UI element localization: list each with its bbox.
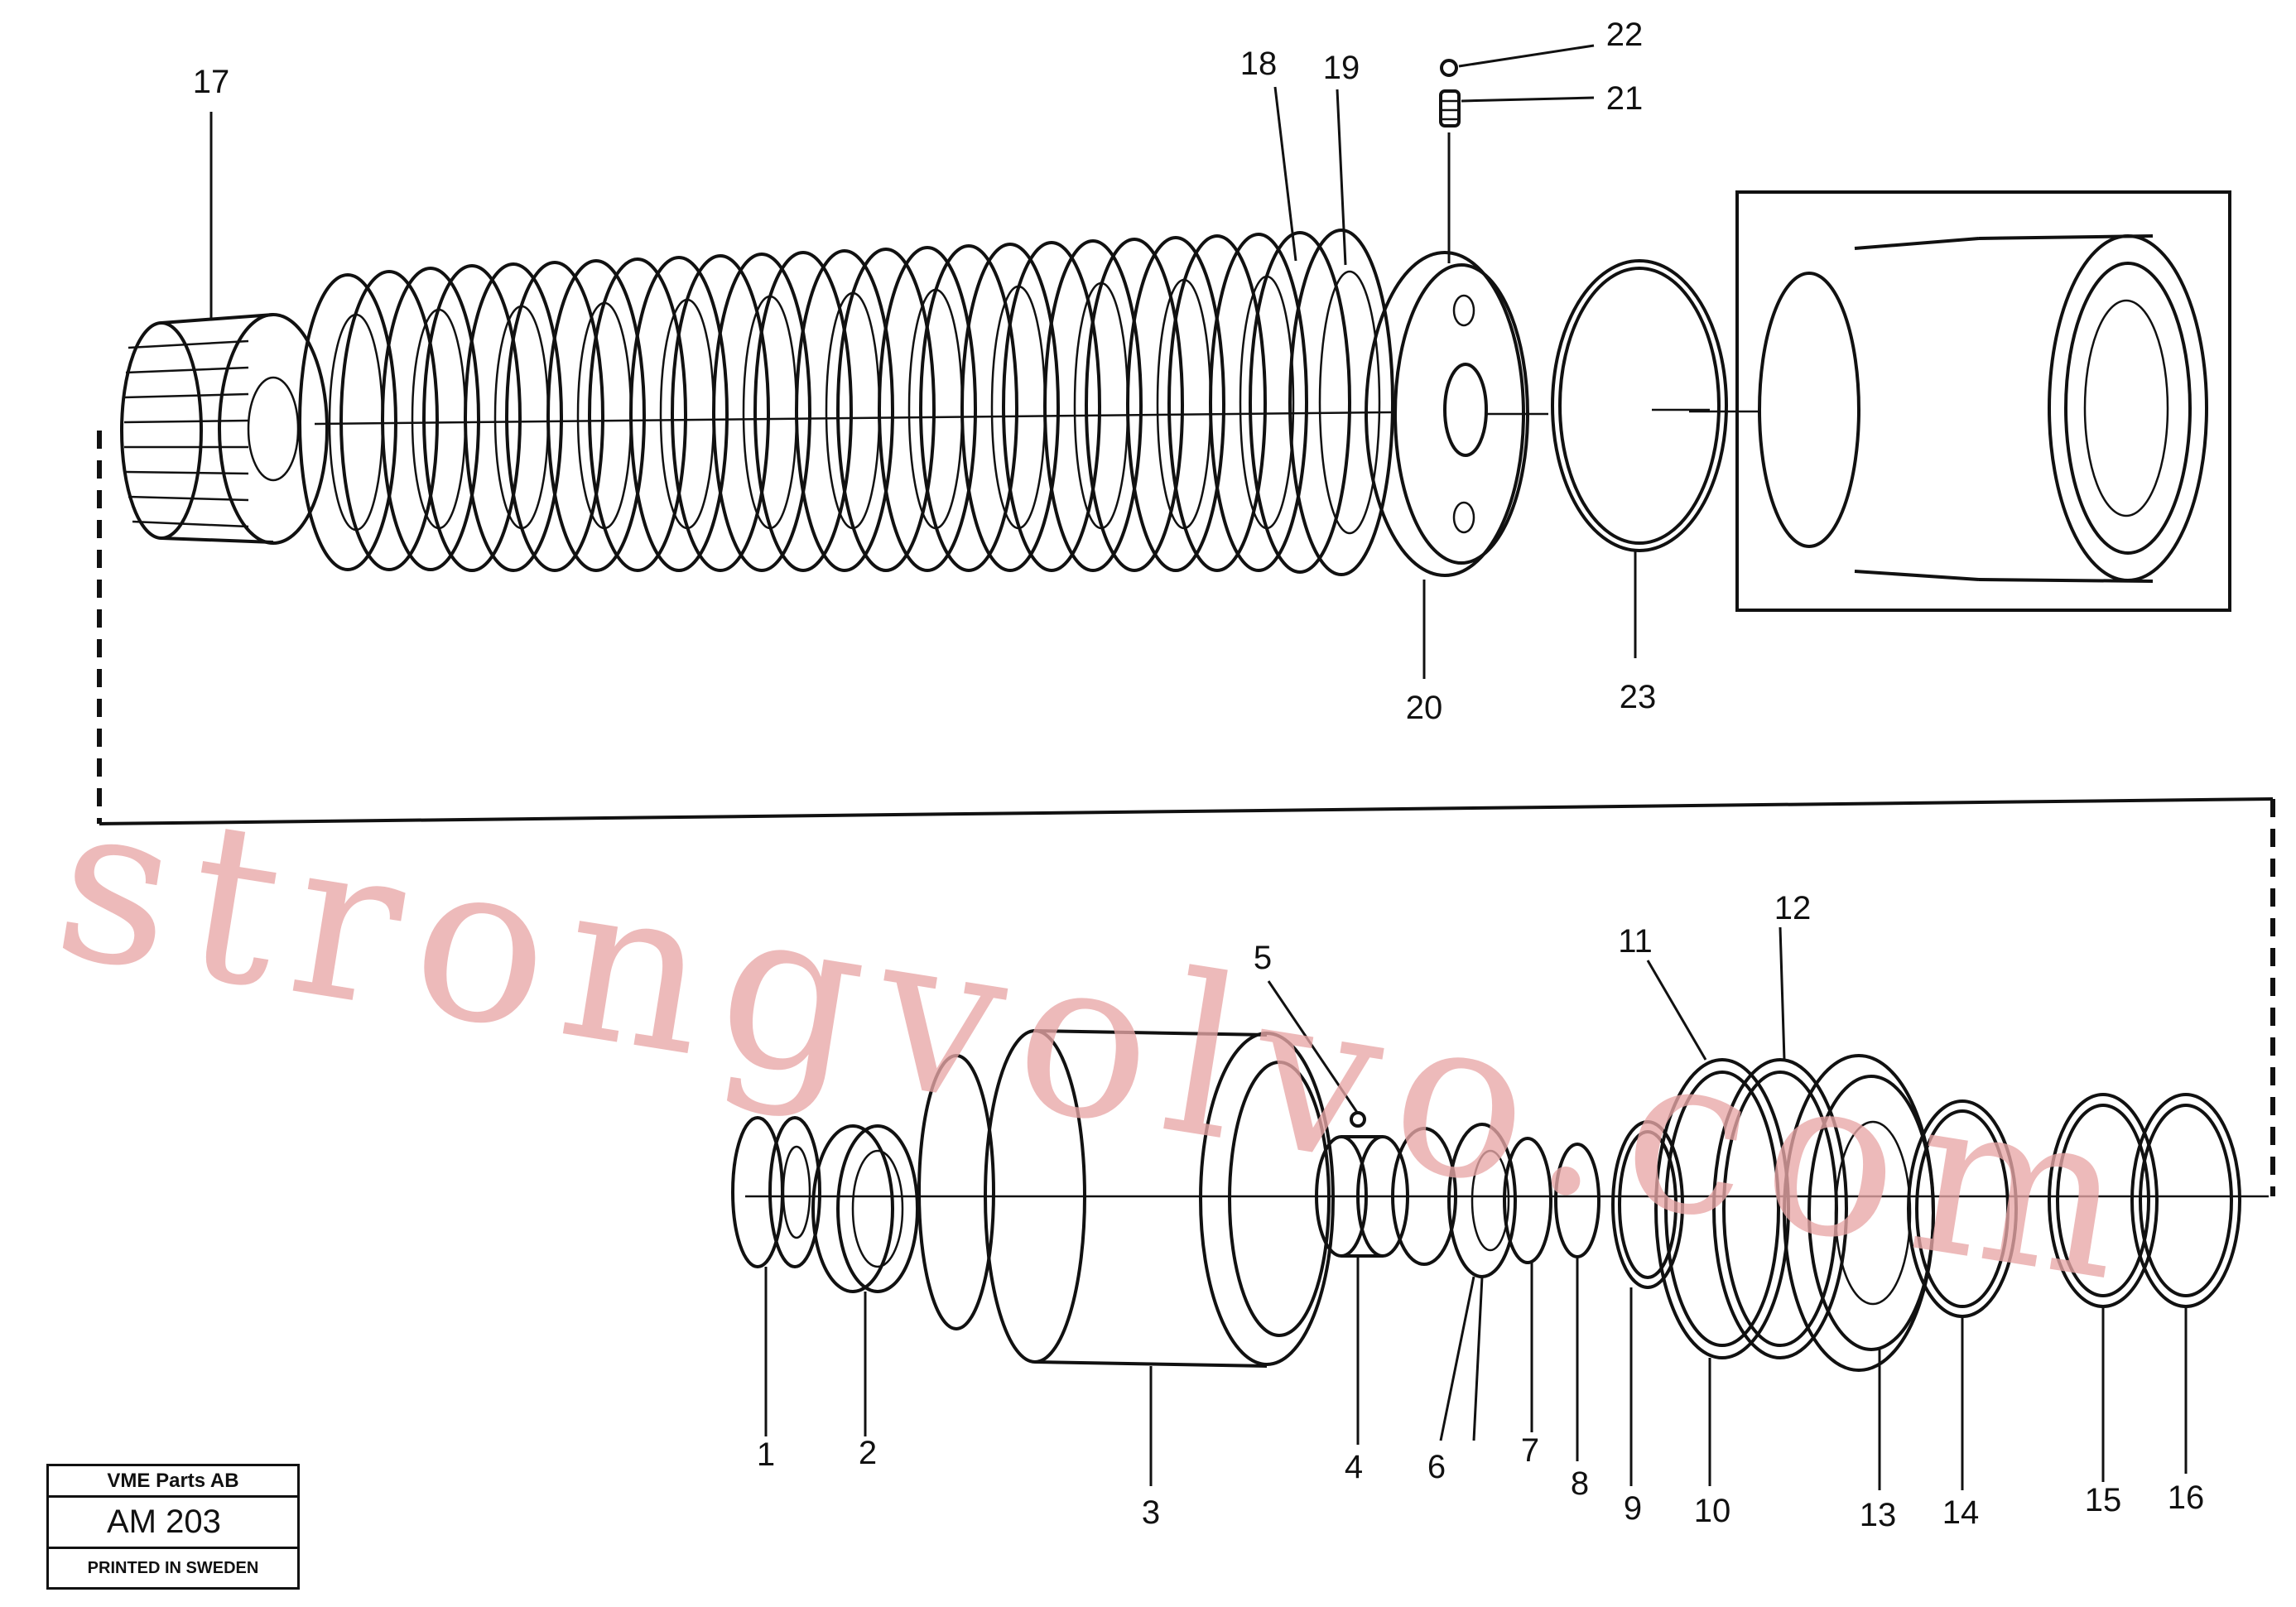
callout-1: 1 bbox=[757, 1436, 775, 1473]
callout-23: 23 bbox=[1620, 679, 1657, 715]
title-block: VME Parts AB AM 203 PRINTED IN SWEDEN bbox=[46, 1464, 300, 1590]
callout-2: 2 bbox=[859, 1435, 877, 1471]
callout-9: 9 bbox=[1624, 1490, 1642, 1527]
callout-22: 22 bbox=[1606, 17, 1644, 53]
title-block-code: AM 203 bbox=[49, 1498, 297, 1549]
part-23-snap-ring bbox=[1551, 259, 1728, 552]
watermark-text: strongvolvo.com bbox=[41, 752, 2159, 1333]
callout-6: 6 bbox=[1427, 1449, 1446, 1485]
callout-15: 15 bbox=[2085, 1482, 2122, 1518]
callout-12: 12 bbox=[1774, 890, 1812, 926]
callout-10: 10 bbox=[1694, 1493, 1731, 1529]
clutch-disc-pack bbox=[120, 229, 1394, 576]
callout-labels: 1 2 3 4 5 6 7 8 9 10 11 12 13 14 15 16 1… bbox=[193, 17, 2205, 1533]
title-block-printed: PRINTED IN SWEDEN bbox=[87, 1558, 259, 1577]
callout-20: 20 bbox=[1406, 690, 1443, 726]
callout-11: 11 bbox=[1618, 923, 1653, 960]
callout-16: 16 bbox=[2168, 1479, 2205, 1516]
callout-21: 21 bbox=[1606, 80, 1644, 117]
callout-18: 18 bbox=[1240, 46, 1278, 82]
title-block-company: VME Parts AB bbox=[49, 1466, 297, 1498]
callout-4: 4 bbox=[1345, 1449, 1363, 1485]
callout-7: 7 bbox=[1521, 1432, 1539, 1469]
callout-8: 8 bbox=[1571, 1465, 1589, 1502]
part-20-pressure-plate bbox=[1365, 251, 1548, 577]
part-17-hub bbox=[120, 313, 329, 545]
part-21-plug bbox=[1439, 89, 1461, 128]
callout-19: 19 bbox=[1323, 50, 1360, 86]
callout-14: 14 bbox=[1942, 1494, 1980, 1531]
callout-5: 5 bbox=[1254, 940, 1272, 976]
assembly-link bbox=[97, 431, 2275, 1196]
callout-13: 13 bbox=[1860, 1497, 1897, 1533]
disc-stack-inner bbox=[328, 270, 1381, 535]
part-22-ball bbox=[1440, 59, 1458, 77]
leader-lines bbox=[209, 44, 2188, 1490]
detail-inset bbox=[1689, 190, 2231, 612]
callout-3: 3 bbox=[1142, 1494, 1160, 1531]
callout-17: 17 bbox=[193, 64, 230, 100]
